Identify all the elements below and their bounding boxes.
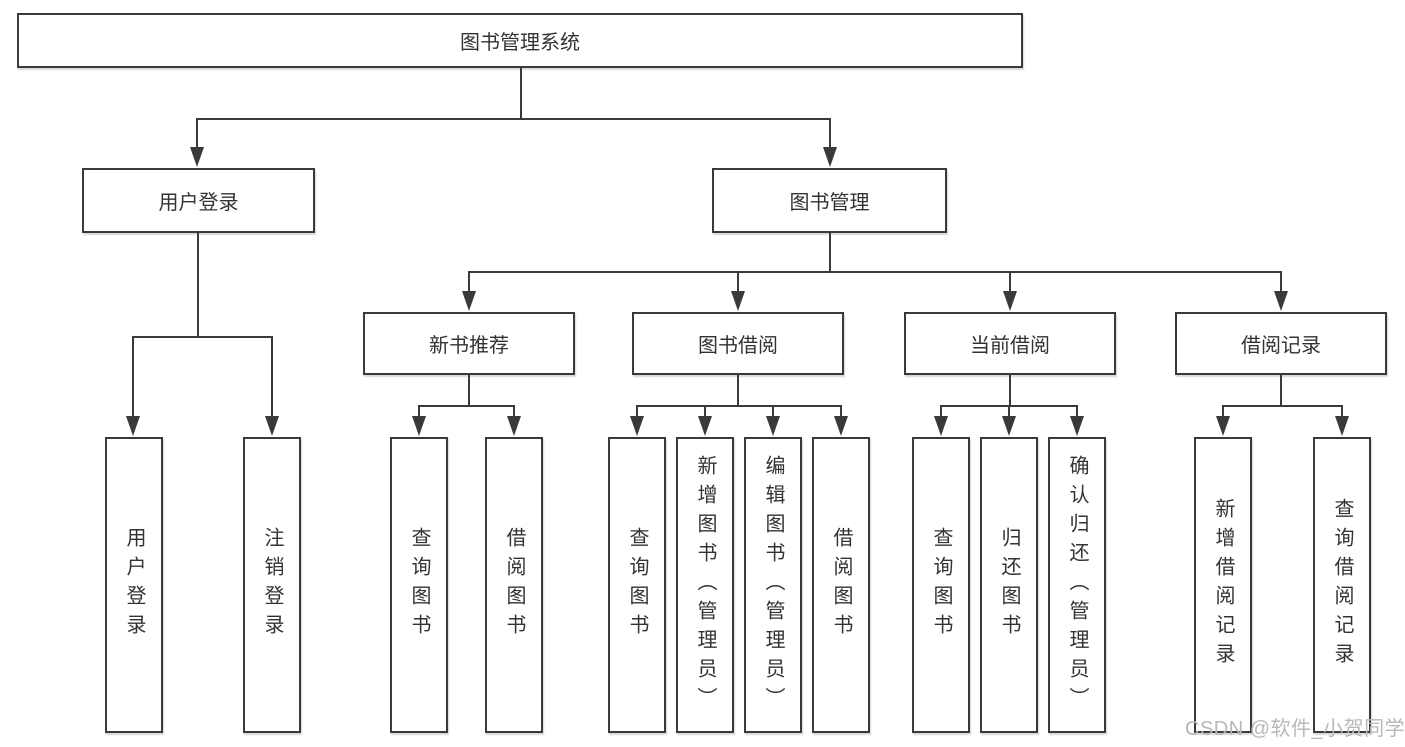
- node-new-book-recommendation: 新书推荐: [363, 312, 575, 375]
- arrow-down-icon: [934, 416, 948, 436]
- connector-line: [1009, 373, 1011, 407]
- leaf-query-books-borrowing: 查询图书: [608, 437, 666, 733]
- connector-line: [829, 231, 831, 273]
- node-book-management: 图书管理: [712, 168, 947, 233]
- connector-line: [737, 373, 739, 407]
- leaf-borrow-books-borrowing: 借阅图书: [812, 437, 870, 733]
- arrow-down-icon: [462, 291, 476, 311]
- connector-line: [197, 118, 831, 120]
- arrow-down-icon: [190, 147, 204, 167]
- connector-line: [468, 271, 470, 293]
- connector-line: [132, 336, 134, 418]
- node-user-login: 用户登录: [82, 168, 315, 233]
- arrow-down-icon: [698, 416, 712, 436]
- connector-line: [132, 336, 273, 338]
- connector-line: [1008, 405, 1010, 418]
- connector-line: [468, 373, 470, 407]
- leaf-logout: 注销登录: [243, 437, 301, 733]
- leaf-user-login: 用户登录: [105, 437, 163, 733]
- node-library-management-system: 图书管理系统: [17, 13, 1023, 68]
- arrow-down-icon: [126, 416, 140, 436]
- arrow-down-icon: [412, 416, 426, 436]
- connector-line: [418, 405, 515, 407]
- connector-line: [940, 405, 942, 418]
- leaf-query-books-current: 查询图书: [912, 437, 970, 733]
- leaf-confirm-return-admin: 确认归还（管理员）: [1048, 437, 1106, 733]
- connector-line: [520, 66, 522, 120]
- connector-line: [737, 271, 739, 293]
- connector-line: [1280, 271, 1282, 293]
- leaf-borrow-books-recommend: 借阅图书: [485, 437, 543, 733]
- arrow-down-icon: [630, 416, 644, 436]
- connector-line: [840, 405, 842, 418]
- connector-line: [1076, 405, 1078, 418]
- connector-line: [636, 405, 638, 418]
- leaf-return-books: 归还图书: [980, 437, 1038, 733]
- connector-line: [418, 405, 420, 418]
- leaf-query-books-recommend: 查询图书: [390, 437, 448, 733]
- connector-line: [1341, 405, 1343, 418]
- connector-line: [196, 118, 198, 149]
- arrow-down-icon: [1335, 416, 1349, 436]
- connector-line: [829, 118, 831, 149]
- connector-line: [1222, 405, 1343, 407]
- connector-line: [636, 405, 842, 407]
- leaf-query-borrow-record: 查询借阅记录: [1313, 437, 1371, 733]
- connector-line: [1280, 373, 1282, 407]
- arrow-down-icon: [1070, 416, 1084, 436]
- connector-line: [772, 405, 774, 418]
- connector-line: [271, 336, 273, 418]
- arrow-down-icon: [766, 416, 780, 436]
- connector-line: [468, 271, 1282, 273]
- arrow-down-icon: [834, 416, 848, 436]
- connector-line: [513, 405, 515, 418]
- node-borrowing-records: 借阅记录: [1175, 312, 1387, 375]
- arrow-down-icon: [1003, 291, 1017, 311]
- arrow-down-icon: [507, 416, 521, 436]
- connector-line: [704, 405, 706, 418]
- arrow-down-icon: [1002, 416, 1016, 436]
- leaf-edit-books-admin: 编辑图书（管理员）: [744, 437, 802, 733]
- connector-line: [197, 231, 199, 338]
- csdn-watermark: CSDN @软件_小贺同学: [1185, 718, 1405, 740]
- arrow-down-icon: [1274, 291, 1288, 311]
- node-current-borrowing: 当前借阅: [904, 312, 1116, 375]
- arrow-down-icon: [1216, 416, 1230, 436]
- arrow-down-icon: [823, 147, 837, 167]
- connector-line: [1009, 271, 1011, 293]
- arrow-down-icon: [265, 416, 279, 436]
- leaf-add-borrow-record: 新增借阅记录: [1194, 437, 1252, 733]
- node-book-borrowing: 图书借阅: [632, 312, 844, 375]
- connector-line: [1222, 405, 1224, 418]
- arrow-down-icon: [731, 291, 745, 311]
- leaf-add-books-admin: 新增图书（管理员）: [676, 437, 734, 733]
